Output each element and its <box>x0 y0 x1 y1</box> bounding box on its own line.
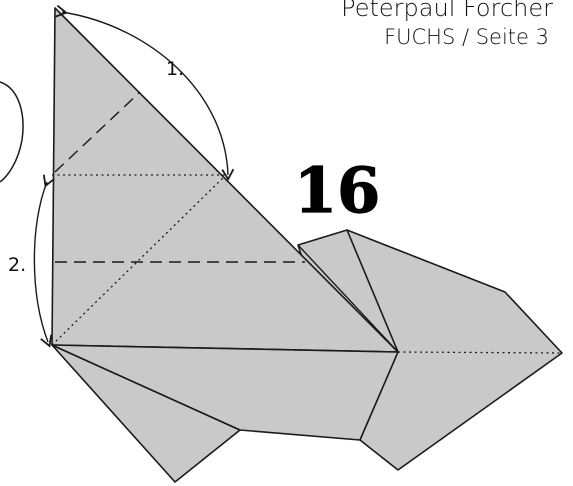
page-subtitle: FUCHS / Seite 3 <box>384 25 549 49</box>
lower-body-flap <box>51 344 399 441</box>
fold-arrow-2 <box>33 174 55 348</box>
head-edge-line <box>346 229 399 353</box>
fold-label-1: 1. <box>166 58 184 80</box>
author-name: Peterpaul Forcher <box>341 0 553 22</box>
fold-label-2: 2. <box>8 254 26 276</box>
fold-arrow-1 <box>55 4 235 182</box>
cropped-circle <box>0 81 24 183</box>
step-number: 16 <box>294 154 380 227</box>
page-header: Peterpaul Forcher FUCHS / Seite 3 <box>253 0 553 50</box>
sheet-inner-edge <box>297 244 399 353</box>
crease-diagonal <box>51 174 227 346</box>
